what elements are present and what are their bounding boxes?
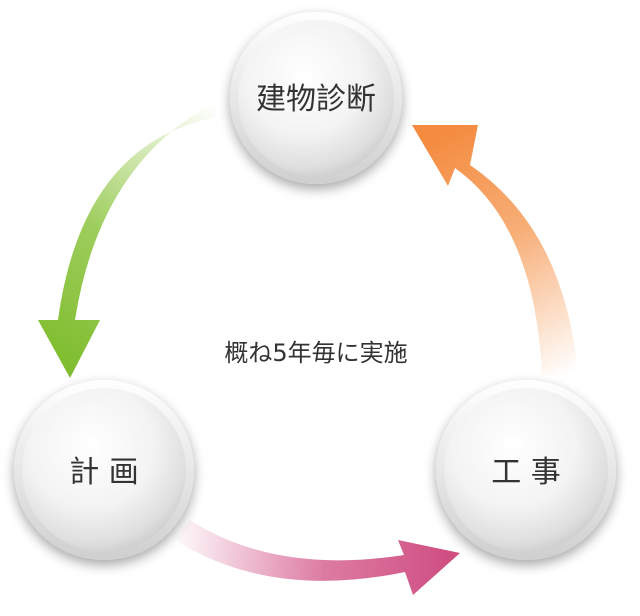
node-diagnosis xyxy=(230,12,402,184)
node-construction-label: 工 事 xyxy=(491,455,561,490)
node-construction xyxy=(436,380,616,560)
arrow-body-orange xyxy=(412,125,578,375)
arrow-diagnosis-to-plan xyxy=(38,100,220,378)
arrow-construction-to-diagnosis xyxy=(412,125,578,375)
center-text: 概ね5年毎に実施 xyxy=(224,339,407,367)
node-plan xyxy=(14,380,194,560)
node-plan-label: 計 画 xyxy=(69,455,139,490)
arrow-body-pink xyxy=(175,520,460,595)
node-diagnosis-label: 建物診断 xyxy=(256,82,376,117)
arrow-body-green xyxy=(38,100,220,378)
arrow-plan-to-construction xyxy=(175,520,460,595)
